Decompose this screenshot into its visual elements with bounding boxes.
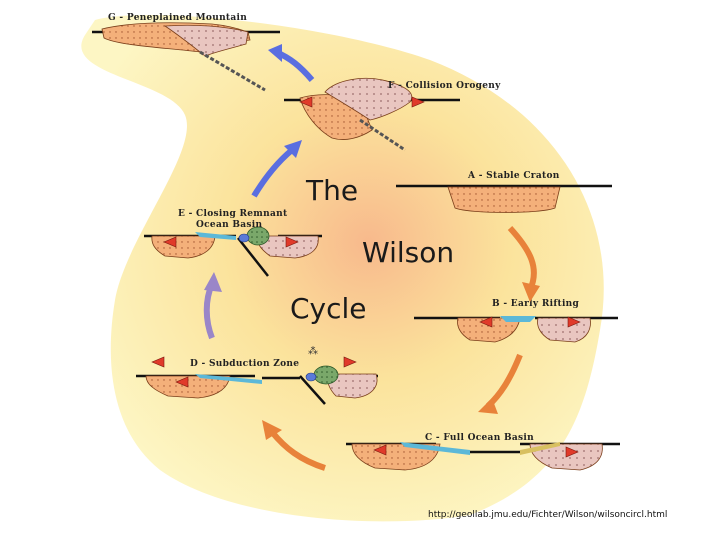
source-url: http://geollab.jmu.edu/Fichter/Wilson/wi… bbox=[428, 510, 668, 520]
cycle-arrow-blue-icon bbox=[284, 140, 302, 158]
stage-c-full-ocean-basin: C - Full Ocean Basin bbox=[346, 433, 620, 471]
stage-b-early-rifting: B - Early Rifting bbox=[414, 299, 618, 343]
stage-a-label: A - Stable Craton bbox=[467, 171, 560, 181]
arrow-red-icon bbox=[567, 316, 581, 328]
arrow-red-icon bbox=[299, 96, 313, 108]
stage-e-label-line2: Ocean Basin bbox=[196, 220, 262, 230]
arrow-red-icon bbox=[565, 446, 579, 458]
arrow-red-icon bbox=[163, 236, 177, 248]
title-wilson: Wilson bbox=[362, 236, 454, 269]
cycle-arrows bbox=[203, 44, 540, 471]
arrow-red-icon bbox=[343, 356, 357, 368]
arrow-red-icon bbox=[175, 376, 189, 388]
stage-g-peneplained-mountain: G - Peneplained Mountain bbox=[92, 13, 280, 92]
arrow-red-icon bbox=[373, 444, 387, 456]
stage-b-label: B - Early Rifting bbox=[492, 299, 580, 309]
arrow-red-icon bbox=[411, 96, 425, 108]
stage-e-label-line1: E - Closing Remnant bbox=[178, 209, 288, 219]
arrow-red-icon bbox=[151, 356, 165, 368]
cycle-arrow-purple-icon bbox=[204, 272, 222, 292]
stage-f-collision-orogeny: F - Collision Orogeny bbox=[284, 77, 501, 152]
stage-f-label: F - Collision Orogeny bbox=[388, 81, 501, 91]
arrow-red-icon bbox=[285, 236, 299, 248]
cycle-arrow-orange-icon bbox=[262, 420, 282, 440]
cycle-arrow-orange-icon bbox=[478, 398, 498, 414]
cycle-arrow-blue-icon bbox=[268, 44, 282, 62]
svg-text:⁂: ⁂ bbox=[308, 345, 318, 357]
stage-g-label: G - Peneplained Mountain bbox=[108, 13, 247, 23]
stage-d-label: D - Subduction Zone bbox=[190, 359, 299, 369]
cycle-arrow-orange-icon bbox=[522, 282, 540, 302]
title-the: The bbox=[305, 174, 358, 207]
stage-a-stable-craton: A - Stable Craton bbox=[396, 171, 612, 213]
stage-c-label: C - Full Ocean Basin bbox=[425, 433, 534, 443]
stage-d-subduction-zone: ⁂ D - Subduction Zone bbox=[136, 345, 378, 405]
arrow-red-icon bbox=[479, 316, 493, 328]
stage-e-closing-remnant-ocean-basin: E - Closing Remnant Ocean Basin bbox=[144, 209, 322, 277]
title-cycle: Cycle bbox=[290, 292, 367, 325]
